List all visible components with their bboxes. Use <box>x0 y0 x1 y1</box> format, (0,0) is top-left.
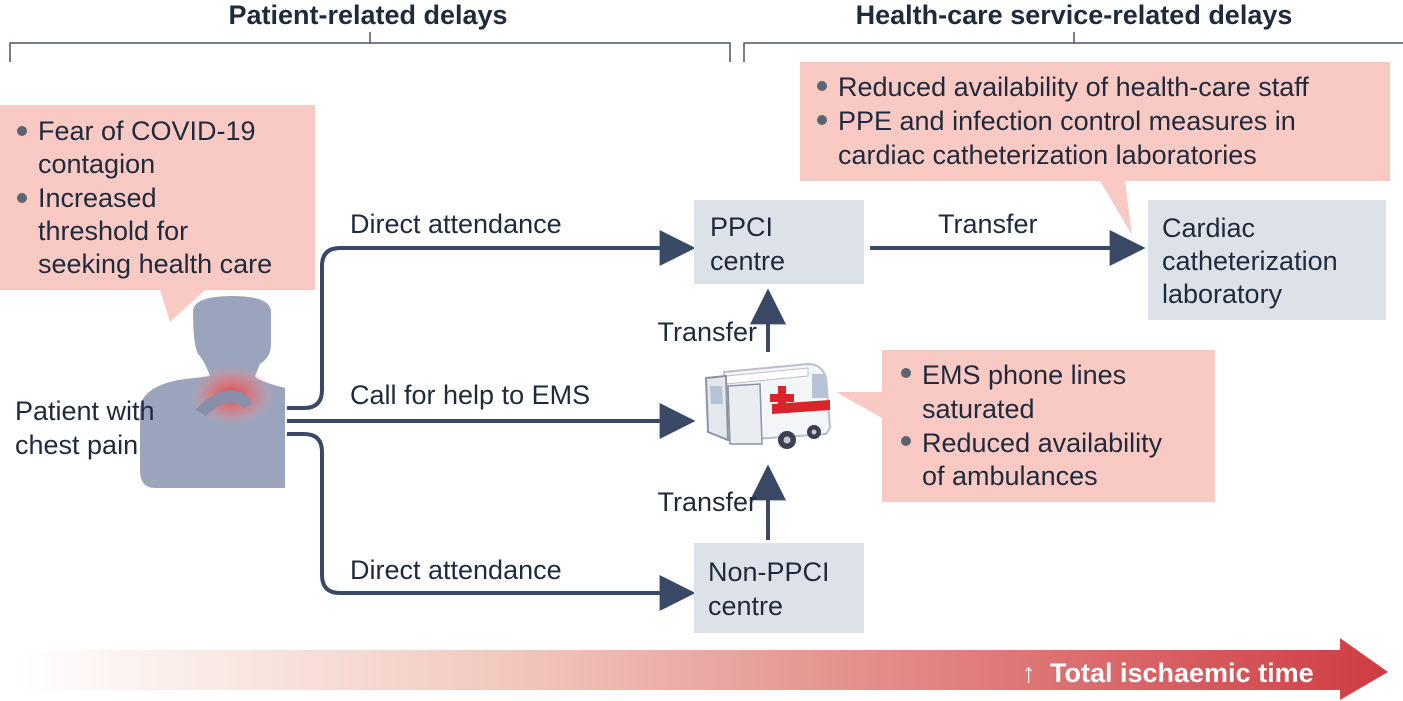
callout-ems-item: saturated <box>922 394 1035 424</box>
label-transfer-up-bottom: Transfer <box>657 487 757 517</box>
bracket-patient <box>9 32 731 62</box>
node-cath-lab-label: laboratory <box>1162 279 1283 309</box>
node-non-ppci-label: centre <box>708 591 783 621</box>
callout-ems-item: EMS phone lines <box>922 360 1126 390</box>
callout-service-item: Reduced availability of health-care staf… <box>838 72 1309 102</box>
label-transfer-right: Transfer <box>938 209 1038 239</box>
callout-patient-item: contagion <box>38 149 155 179</box>
callout-patient-item: Fear of COVID-19 <box>38 116 256 146</box>
callout-ems-item: of ambulances <box>922 461 1098 491</box>
callout-patient-item: seeking health care <box>38 249 272 279</box>
label-transfer-up-top: Transfer <box>657 317 757 347</box>
callout-service-item: PPE and infection control measures in <box>838 106 1296 136</box>
node-ppci-centre <box>694 200 864 284</box>
node-non-ppci-centre <box>694 543 864 633</box>
callout-patient-item: Increased <box>38 183 157 213</box>
node-cath-lab-label: Cardiac <box>1162 213 1255 243</box>
callout-patient: Fear of COVID-19 contagion Increased thr… <box>0 105 315 322</box>
bullet-icon <box>901 436 911 446</box>
bullet-icon <box>17 126 27 136</box>
node-non-ppci-label: Non-PPCI <box>708 557 830 587</box>
callout-patient-item: threshold for <box>38 216 188 246</box>
timeline-label: Total ischaemic time <box>1050 658 1314 688</box>
bracket-service <box>743 32 1403 62</box>
node-cath-lab-label: catheterization <box>1162 246 1338 276</box>
node-ppci-label: PPCI <box>710 212 773 242</box>
callout-ems: EMS phone lines saturated Reduced availa… <box>836 350 1215 502</box>
bullet-icon <box>817 81 827 91</box>
patient-silhouette-icon <box>140 296 285 488</box>
arrow-direct-bottom <box>287 432 696 611</box>
header-service-delays: Health-care service-related delays <box>856 0 1293 30</box>
header-patient-delays: Patient-related delays <box>228 0 507 30</box>
callout-service-item: cardiac catheterization laboratories <box>838 140 1257 170</box>
label-direct-attendance-top: Direct attendance <box>350 209 562 239</box>
bullet-icon <box>901 368 911 378</box>
arrow-direct-top <box>287 230 696 410</box>
label-call-ems: Call for help to EMS <box>350 380 590 410</box>
bullet-icon <box>817 115 827 125</box>
patient-label: chest pain <box>15 430 138 460</box>
callout-service: Reduced availability of health-care staf… <box>800 62 1390 235</box>
patient-label: Patient with <box>15 396 155 426</box>
up-arrow-icon: ↑ <box>1022 658 1036 688</box>
timeline-arrow <box>14 638 1388 700</box>
node-cath-lab <box>1148 200 1386 320</box>
label-direct-attendance-bottom: Direct attendance <box>350 555 562 585</box>
node-ppci-label: centre <box>710 246 785 276</box>
ambulance-icon <box>704 362 832 449</box>
bullet-icon <box>17 193 27 203</box>
callout-ems-item: Reduced availability <box>922 428 1163 458</box>
